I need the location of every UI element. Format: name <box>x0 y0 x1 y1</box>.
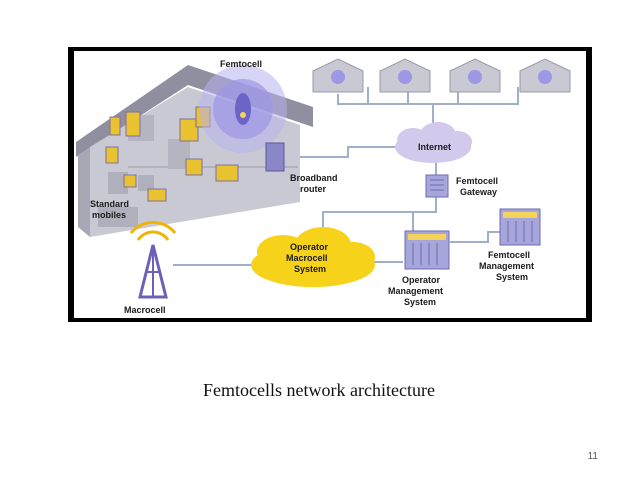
femtocell-gateway-icon <box>425 174 449 198</box>
diagram-canvas: Femtocell Internet Broadband router Femt… <box>74 51 586 318</box>
label-operator-macrocell-line1: Operator <box>290 242 329 252</box>
label-femtocell-mgmt-line2: Management <box>479 261 534 271</box>
figure-caption: Femtocells network architecture <box>203 380 435 400</box>
neighbour-houses <box>312 58 571 93</box>
label-femtocell-mgmt-line1: Femtocell <box>488 250 530 260</box>
label-operator-macrocell-line2: Macrocell <box>286 253 328 263</box>
label-macrocell: Macrocell <box>124 305 166 315</box>
house-icon <box>379 58 431 93</box>
label-femtocell-mgmt-line3: System <box>496 272 528 282</box>
femtocell-device-icon <box>199 65 287 153</box>
label-femtocell-gateway-line2: Gateway <box>460 187 497 197</box>
house-icon <box>519 58 571 93</box>
page-number: 11 <box>587 451 598 462</box>
house-icon <box>449 58 501 93</box>
label-internet: Internet <box>418 142 451 152</box>
network-diagram: Femtocell Internet Broadband router Femt… <box>68 47 592 322</box>
macrocell-tower-icon <box>129 220 177 299</box>
link-opmgmt-femtomgmt <box>450 231 500 243</box>
label-operator-mgmt-line3: System <box>404 297 436 307</box>
label-femtocell: Femtocell <box>220 59 262 69</box>
house-icon <box>312 58 364 93</box>
operator-management-server-icon <box>404 230 450 270</box>
link-houses-bus <box>337 87 519 105</box>
network-links <box>173 87 519 266</box>
label-broadband-router-line2: router <box>300 184 327 194</box>
link-router-internet <box>278 146 403 158</box>
label-standard-mobiles-line2: mobiles <box>92 210 126 220</box>
broadband-router-icon <box>265 142 285 172</box>
label-broadband-router-line1: Broadband <box>290 173 338 183</box>
label-femtocell-gateway-line1: Femtocell <box>456 176 498 186</box>
link-gateway-macrocell <box>322 197 437 239</box>
label-operator-macrocell-line3: System <box>294 264 326 274</box>
label-standard-mobiles-line1: Standard <box>90 199 129 209</box>
femtocell-management-server-icon <box>499 208 541 246</box>
label-operator-mgmt-line2: Management <box>388 286 443 296</box>
internet-cloud-icon <box>395 122 472 163</box>
operator-macrocell-cloud-icon <box>251 227 375 287</box>
label-operator-mgmt-line1: Operator <box>402 275 441 285</box>
